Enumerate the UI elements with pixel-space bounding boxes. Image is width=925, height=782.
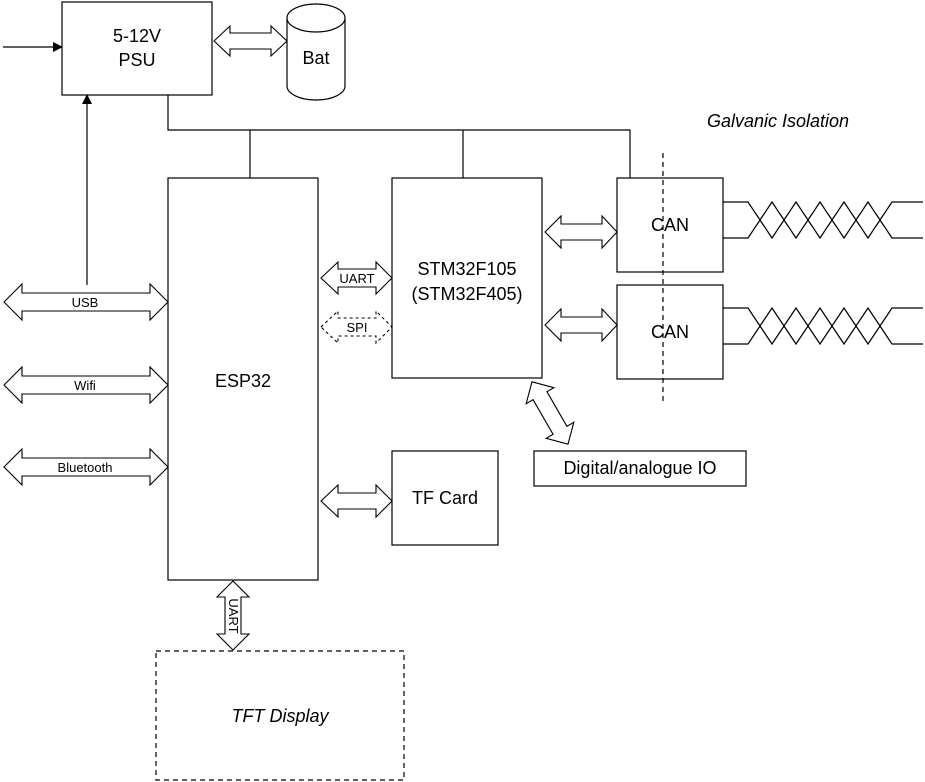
tf-card-label: TF Card [412, 488, 478, 508]
esp32-tfcard-arrow [320, 483, 393, 519]
can1-label: CAN [651, 215, 689, 235]
esp32-block [167, 177, 319, 581]
can1-twisted-pair-wire-a [723, 200, 923, 240]
uart-tft-label: UART [226, 598, 241, 633]
galvanic-isolation-label: Galvanic Isolation [707, 111, 849, 131]
psu-label-line1: 5-12V [113, 26, 161, 46]
bluetooth-arrow [3, 447, 169, 487]
stm32-can1-arrow [544, 214, 618, 250]
digital-io-label: Digital/analogue IO [563, 458, 716, 478]
tft-display-block [155, 650, 405, 781]
tft-display-label: TFT Display [231, 706, 329, 726]
stm32-block [391, 177, 543, 379]
uart-esp32-stm32-arrow [320, 260, 393, 296]
psu-battery-arrow [213, 24, 288, 58]
esp32-label: ESP32 [215, 371, 271, 391]
stm32-label-line1: STM32F105 [417, 259, 516, 279]
spi-esp32-stm32-arrow [320, 309, 393, 345]
spi-label: SPI [347, 320, 368, 335]
esp32-tft-uart-arrow [215, 580, 251, 651]
stm32-label-line2: (STM32F405) [411, 284, 522, 304]
digital-io-block [533, 450, 747, 487]
battery-cylinder [286, 3, 346, 101]
battery-label: Bat [302, 48, 329, 68]
can2-twisted-pair-wire-b [723, 306, 923, 346]
usb-label: USB [72, 295, 99, 310]
tf-card-block [391, 450, 499, 546]
can2-block [616, 284, 724, 380]
uart-stm32-label: UART [339, 271, 374, 286]
stm32-can2-arrow [544, 307, 618, 343]
wifi-arrow [3, 365, 169, 405]
can2-twisted-pair-wire-a [723, 306, 923, 346]
usb-arrow [3, 282, 169, 322]
can2-label: CAN [651, 322, 689, 342]
psu-label-line2: PSU [118, 50, 155, 70]
can1-twisted-pair-wire-b [723, 200, 923, 240]
stm32-io-arrow [525, 381, 575, 445]
power-bus-line [167, 95, 631, 178]
psu-block [61, 1, 213, 96]
bluetooth-label: Bluetooth [58, 460, 113, 475]
wifi-label: Wifi [74, 378, 96, 393]
can1-block [616, 177, 724, 273]
